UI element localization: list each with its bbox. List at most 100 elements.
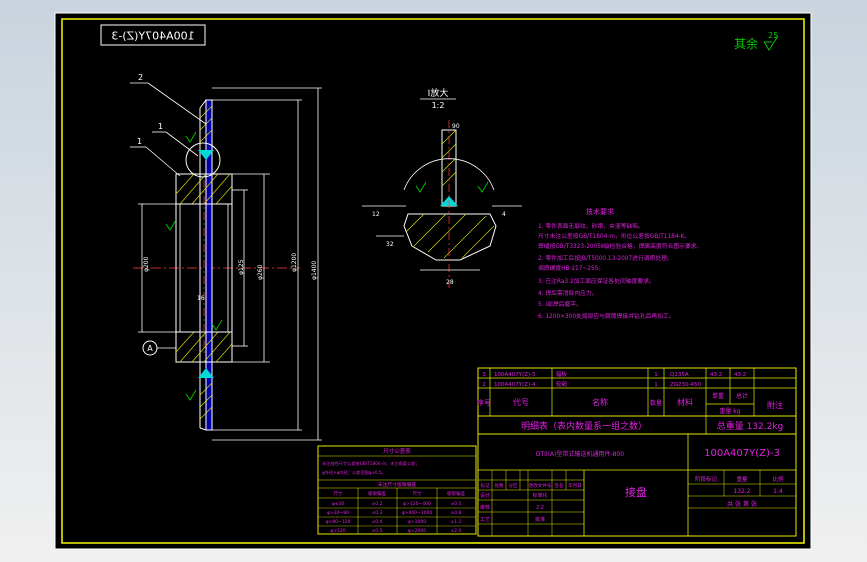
bom-row-material: Q235A [670, 372, 689, 378]
callout-1a: 1 [158, 122, 163, 131]
tech-req-line: 6. 1200×300处局部应与辊筒焊接并钻孔后再加工。 [538, 312, 675, 320]
tol-cell: ±1.2 [451, 519, 462, 525]
bom-header-name: 名称 [592, 397, 608, 407]
title-scale-label: 比例 [772, 475, 784, 483]
tech-req-title: 技术要求 [586, 207, 614, 216]
tol-cell: φ>80~120 [326, 519, 351, 525]
bom-header-code: 代号 [513, 397, 529, 407]
dim-bore: φ200 [143, 256, 150, 272]
tol-cell: ±2.0 [451, 528, 462, 534]
role-label: 设计 [480, 492, 490, 499]
title-weight-label: 重量 [736, 475, 748, 483]
title-scale: 1:4 [773, 488, 783, 495]
bom-row-code: 100A407Y(Z)-5 [494, 372, 536, 378]
rest-roughness-value: 25 [768, 31, 778, 40]
sig-label: 更改文件号 [529, 482, 552, 489]
dim-outer-1400: φ1400 [311, 261, 318, 280]
title-drawing-number: 100A407Y(Z)-3 [704, 448, 780, 459]
detail-dim-left: 12 [372, 211, 380, 218]
bom-row-material: ZG230-450 [670, 382, 702, 388]
role-label: 审核 [480, 504, 490, 511]
bom-header-note: 附注 [767, 400, 783, 410]
detail-dim-bottom: 28 [446, 279, 454, 286]
bom-header-qty: 数量 [650, 399, 662, 407]
tolerance-note: φ外径×φ内径；公差范围φ±0.5。 [322, 469, 386, 476]
inner-frame [61, 18, 805, 544]
bom-row-name: 轮毂 [556, 380, 568, 388]
main-section-view: φ200 φ260 φ1200 φ1400 φ125 16 2 1 1 A [130, 73, 322, 441]
tol-cell: ±0.2 [372, 501, 383, 507]
tol-header: 尺寸 [413, 490, 422, 497]
bom-row-qty: 1 [654, 372, 658, 378]
tech-req-line: 尺寸未注公差按GB/T1804-m，形位公差按GB/T1184-K。 [538, 232, 690, 240]
bom-row-no: 2 [482, 382, 486, 388]
tech-req-line: 2. 零件加工后按JB/T5000.13-2007进行调质处理。 [538, 254, 673, 262]
tol-cell: ±0.8 [451, 510, 462, 516]
role-label: 批准 [535, 516, 545, 523]
tol-cell: φ>400~1000 [402, 510, 433, 516]
tolerance-table: 尺寸公差表 未注线性尺寸公差按GB/T1804-m；未注角度公差； φ外径×φ内… [317, 445, 477, 535]
tol-cell: φ≤30 [332, 501, 345, 507]
tech-req-line: 焊缝按GB/T3323-2005Ⅱ级检验合格，焊脚高度符合图示要求。 [538, 242, 702, 250]
tol-cell: ±0.3 [372, 510, 383, 516]
rest-roughness-note: 其余 25 [734, 31, 779, 51]
callout-1b: 1 [137, 137, 142, 146]
title-block: DTII(A)型带式输送机通用件-800 100A407Y(Z)-3 接盘 阶段… [477, 433, 797, 537]
role-label: 标准化 [532, 492, 547, 499]
bom-row-qty: 1 [654, 382, 658, 388]
bom-header-mass: 重量 kg [719, 407, 740, 415]
roughness-symbol-icon [763, 35, 779, 51]
tol-cell: φ>1000 [408, 519, 426, 525]
bom-row-code: 100A407Y(Z)-4 [494, 382, 536, 388]
detail-dim-height: 32 [386, 241, 394, 248]
title-project: DTII(A)型带式输送机通用件-800 [536, 450, 624, 458]
bom-header-weight: 单重 [712, 392, 724, 400]
tech-req-line: 4. 焊后需消除内应力。 [538, 289, 598, 297]
tech-req-line: 调质硬度HB 217~255。 [538, 264, 604, 272]
tol-header: 极限偏差 [368, 490, 386, 497]
sig-label: 签名 [555, 482, 564, 489]
tol-cell: ±0.5 [451, 501, 462, 507]
datum-label: A [147, 344, 153, 353]
technical-requirements: 技术要求 1. 零件表面无裂纹、砂眼、夹渣等缺陷。 尺寸未注公差按GB/T180… [538, 207, 702, 320]
bom-row-total: 43.2 [734, 372, 746, 378]
sig-label: 标记 [481, 482, 490, 489]
bom-row-name: 辐板 [556, 370, 568, 378]
detail-dim-right: 4 [502, 211, 506, 218]
tol-cell: φ>120~400 [403, 501, 431, 507]
detail-view-I: I放大 1:2 12 4 90 32 28 [362, 87, 522, 290]
dim-inner: φ125 [238, 259, 245, 275]
bom-row-unit: 43.2 [710, 372, 722, 378]
bom-row-no: 3 [482, 372, 486, 378]
dim-hub: φ260 [257, 264, 264, 280]
tol-header: 尺寸 [334, 490, 343, 497]
title-stage-label: 阶段标记 [695, 475, 718, 483]
detail-title: I放大 [428, 87, 449, 99]
tolerance-title: 尺寸公差表 [383, 447, 411, 455]
tol-header: 极限偏差 [447, 490, 465, 497]
bom-header-no: 序号 [477, 398, 491, 407]
tech-req-line: 3. 已注Ra3.2加工面应保证各处同轴度要求。 [538, 277, 655, 285]
outer-border [54, 12, 812, 550]
bom-header-material: 材料 [677, 397, 693, 407]
detail-scale: 1:2 [432, 101, 445, 110]
sig-label: 年月日 [568, 482, 582, 489]
rest-note-text: 其余 [734, 36, 758, 51]
bom-table: 3 100A407Y(Z)-5 辐板 1 Q235A 43.2 43.2 2 1… [477, 367, 797, 435]
tol-cell: ±0.5 [372, 528, 383, 534]
designer-mark: 2.2 [536, 505, 544, 511]
bom-detail-title: 明细表（表内数量系一组之数） [521, 420, 647, 432]
tolerance-note: 未注线性尺寸公差按GB/T1804-m；未注角度公差； [322, 460, 420, 467]
tol-cell: φ>2000 [408, 528, 426, 534]
bom-header-total: 总计 [736, 392, 748, 400]
sig-label: 处数 [495, 482, 504, 489]
sig-label: 分区 [509, 482, 518, 489]
drawing-sheet [55, 13, 811, 549]
mirrored-drawing-number-box: 100A407Y(Z)-3 [100, 24, 206, 46]
role-label: 工艺 [480, 517, 490, 523]
tol-cell: φ>30~80 [327, 510, 349, 516]
tech-req-line: 5. I部焊后磨平。 [538, 300, 582, 308]
tol-cell: φ>120 [330, 528, 345, 534]
detail-dim-top: 90 [452, 123, 460, 130]
